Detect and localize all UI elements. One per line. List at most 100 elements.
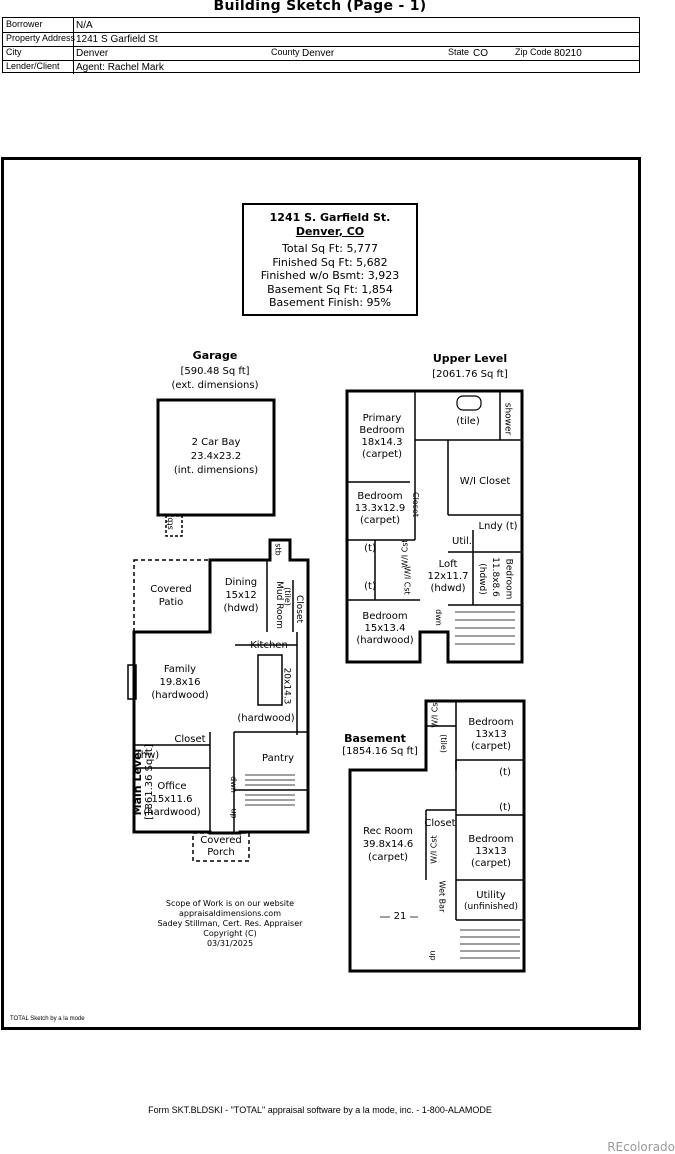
basement-bedroom2-floor: (carpet) [471, 858, 511, 869]
garage-dims-note: (int. dimensions) [173, 465, 259, 476]
page-title: Building Sketch (Page - 1) [213, 0, 427, 14]
garage-note: (ext. dimensions) [171, 380, 259, 391]
upper-t2: (t) [364, 581, 376, 592]
main-family-dims: 19.8x16 [159, 677, 201, 688]
covered-porch-outline [192, 832, 250, 862]
upper-wi-cst1: W/I Cst [400, 539, 410, 568]
main-porch2: Porch [207, 847, 235, 858]
note-copyright: Copyright (C) [203, 929, 257, 938]
lender-row: Lender/Client Agent: Rachel Mark [3, 60, 639, 74]
primary-tub [456, 395, 482, 411]
upper-title: Upper Level [432, 352, 508, 365]
basement-bedroom2-dims: 13x13 [475, 846, 507, 857]
main-kitchen: Kitchen [250, 640, 288, 651]
upper-dwn: dwn [433, 609, 443, 626]
upper-closet: Closet [410, 492, 420, 517]
borrower-label: Borrower [6, 19, 43, 29]
garage-title: Garage [192, 349, 238, 362]
upper-loft: Loft [438, 559, 458, 570]
main-family: Family [163, 664, 197, 675]
basement-title: Basement [344, 732, 406, 745]
upper-bedroom-s-dims: 15x13.4 [364, 623, 406, 634]
upper-primary2: Bedroom [359, 425, 405, 436]
basement-area: [1854.16 Sq ft] [342, 746, 418, 757]
upper-bedroom-dims: 13.3x12.9 [354, 503, 406, 514]
state-value: CO [473, 48, 488, 59]
upper-bedroom-s: Bedroom [362, 611, 408, 622]
basement-up: up [428, 950, 438, 961]
upper-loft-floor: (hdwd) [430, 583, 466, 594]
garage-dims: 23.4x23.2 [190, 451, 242, 462]
main-patio: Covered [150, 584, 192, 595]
summary-finished: Finished Sq Ft: 5,682 [272, 255, 388, 269]
city-label: City [6, 47, 22, 57]
garage-area: [590.48 Sq ft] [180, 366, 250, 377]
upper-bedroom-s-floor: (hardwood) [356, 635, 414, 646]
upper-bedroom-e: Bedroom [503, 558, 514, 600]
main-dining-dims: 15x12 [225, 590, 257, 601]
basement-bedroom1: Bedroom [468, 717, 514, 728]
basement-width: 21 [390, 911, 410, 924]
basement-wi-cst2: W/I Cst [429, 835, 439, 864]
summary-city: Denver, CO [295, 224, 365, 238]
upper-area: [2061.76 Sq ft] [432, 369, 508, 380]
basement-wet-bar: Wet Bar [437, 880, 447, 913]
basement-rec: Rec Room [363, 826, 413, 837]
lender-value: Agent: Rachel Mark [76, 62, 164, 73]
garage-stb: stb [165, 517, 175, 530]
main-closet2: Closet [174, 734, 206, 745]
sketch-frame [1, 157, 641, 1030]
summary-box: 1241 S. Garfield St. Denver, CO Total Sq… [242, 203, 418, 316]
upper-util: Util. [452, 536, 472, 547]
borrower-row: Borrower N/A [3, 18, 639, 33]
basement-t2: (t) [499, 802, 511, 813]
basement-utility-floor: (unfinished) [464, 902, 518, 912]
family-window [127, 664, 137, 700]
upper-primary-dims: 18x14.3 [361, 437, 403, 448]
zip-label: Zip Code [515, 47, 552, 57]
main-closet: Closet [294, 594, 305, 624]
basement-bedroom1-dims: 13x13 [475, 729, 507, 740]
garage-room: 2 Car Bay [191, 437, 241, 448]
basement-bedroom2: Bedroom [468, 834, 514, 845]
form-footer: Form SKT.BLDSKI - "TOTAL" appraisal soft… [148, 1105, 492, 1115]
note-scope: Scope of Work is on our website [165, 899, 295, 908]
upper-wi-cst2: W/I Cst [402, 566, 412, 595]
main-stb: stb [273, 543, 283, 556]
main-dwn: dwn [228, 776, 238, 793]
total-sketch-note: TOTAL Sketch by a la mode [10, 1016, 85, 1022]
kitchen-island [257, 654, 283, 706]
main-office-dims: 15x11.6 [151, 794, 193, 805]
upper-lndy: Lndy (t) [478, 521, 518, 532]
upper-primary-floor: (carpet) [362, 449, 402, 460]
basement-rec-dims: 39.8x14.6 [362, 839, 414, 850]
main-office: Office [157, 781, 187, 792]
main-office-floor: (hardwood) [143, 807, 201, 818]
address-value: 1241 S Garfield St [76, 34, 158, 45]
basement-bedroom1-floor: (carpet) [471, 741, 511, 752]
basement-wi-cst: W/I Cst [430, 699, 440, 728]
zip-value: 80210 [554, 48, 582, 59]
basement-closet: Closet [424, 818, 456, 829]
upper-bedroom-e-dims: 11.8x8.6 [489, 557, 500, 597]
main-mud-tile: (tile) [282, 587, 292, 606]
city-value: Denver [76, 48, 109, 59]
main-kitchen-dims: 20x14.3 [281, 667, 292, 705]
watermark: REcolorado [607, 1140, 675, 1154]
basement-rec-floor: (carpet) [368, 852, 408, 863]
address-label: Property Address [6, 33, 76, 43]
garage-stoop [165, 515, 183, 537]
summary-basement-finish: Basement Finish: 95% [268, 296, 391, 309]
upper-bedroom-e-floor: (hdwd) [476, 563, 487, 595]
garage-outline [156, 398, 276, 517]
upper-tile: (tile) [456, 416, 480, 427]
upper-t1: (t) [364, 543, 376, 554]
city-row: City Denver County Denver State CO Zip C… [3, 46, 639, 61]
summary-finished-wo-bsmt: Finished w/o Bsmt: 3,923 [260, 269, 400, 282]
main-up: up [229, 808, 239, 819]
state-label: State [448, 47, 470, 57]
summary-basement: Basement Sq Ft: 1,854 [267, 282, 393, 296]
note-appraiser: Sadey Stillman, Cert. Res. Appraiser [157, 919, 303, 928]
note-date: 03/31/2025 [206, 939, 254, 948]
